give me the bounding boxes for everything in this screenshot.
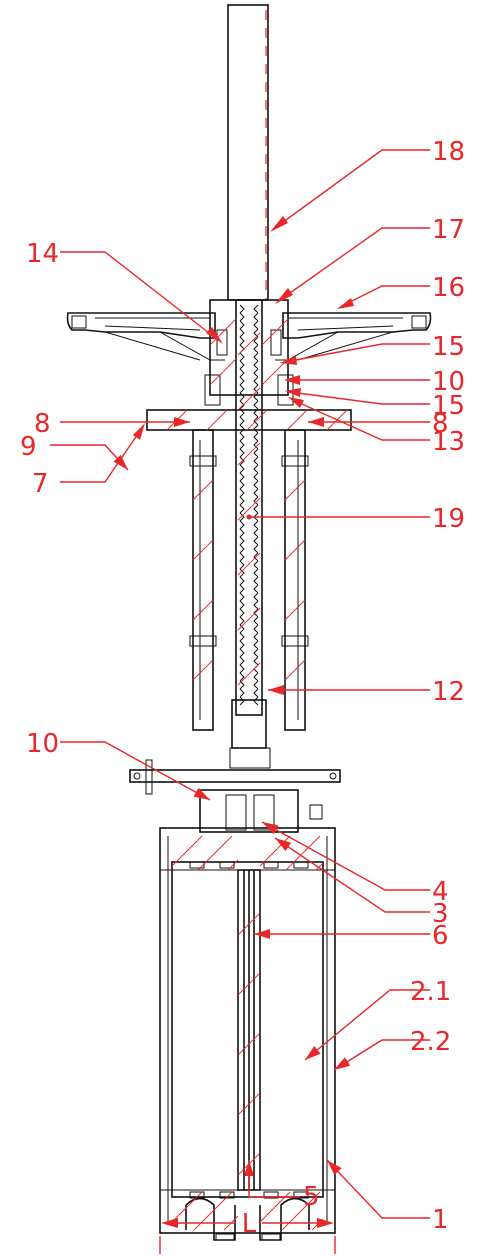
stem-nut-housing: [209, 299, 289, 396]
callout-9: 9: [20, 432, 37, 462]
callout-2-1: 2.1: [410, 977, 451, 1007]
stem-tube: [227, 4, 269, 301]
stem-coupling: [231, 699, 267, 749]
callout-7: 7: [32, 469, 49, 499]
callout-15-lower: 15: [432, 391, 465, 421]
valve-body: [159, 827, 336, 1234]
callout-16: 16: [432, 273, 465, 303]
threaded-stem: [235, 299, 263, 716]
callout-3: 3: [432, 899, 449, 929]
column-right: [284, 429, 306, 731]
yoke-plate: [146, 409, 352, 431]
callout-13: 13: [432, 427, 465, 457]
dimension-L: L: [159, 1209, 336, 1254]
callout-12: 12: [432, 677, 465, 707]
callout-10-lower: 10: [26, 729, 59, 759]
column-left: [192, 429, 214, 731]
callout-1: 1: [432, 1205, 449, 1235]
cross-beam: [129, 769, 341, 783]
dimension-label: L: [242, 1209, 257, 1239]
callout-19: 19: [432, 504, 465, 534]
callout-2-2: 2.2: [410, 1027, 451, 1057]
callout-15-upper: 15: [432, 332, 465, 362]
callout-6: 6: [432, 921, 449, 951]
valve-outline: [66, 4, 432, 1241]
callout-4: 4: [432, 877, 449, 907]
callout-17: 17: [432, 215, 465, 245]
callout-8-left: 8: [34, 409, 51, 439]
callout-18: 18: [432, 137, 465, 167]
handwheel: [66, 312, 216, 339]
callout-10-upper: 10: [432, 367, 465, 397]
callout-8-right: 8: [432, 409, 449, 439]
callouts: 18 17 14 16 15 10 15 13 7 19: [20, 137, 465, 1235]
callout-5: 5: [303, 1182, 320, 1212]
callout-14: 14: [26, 239, 59, 269]
section-hatching: [166, 318, 348, 1231]
